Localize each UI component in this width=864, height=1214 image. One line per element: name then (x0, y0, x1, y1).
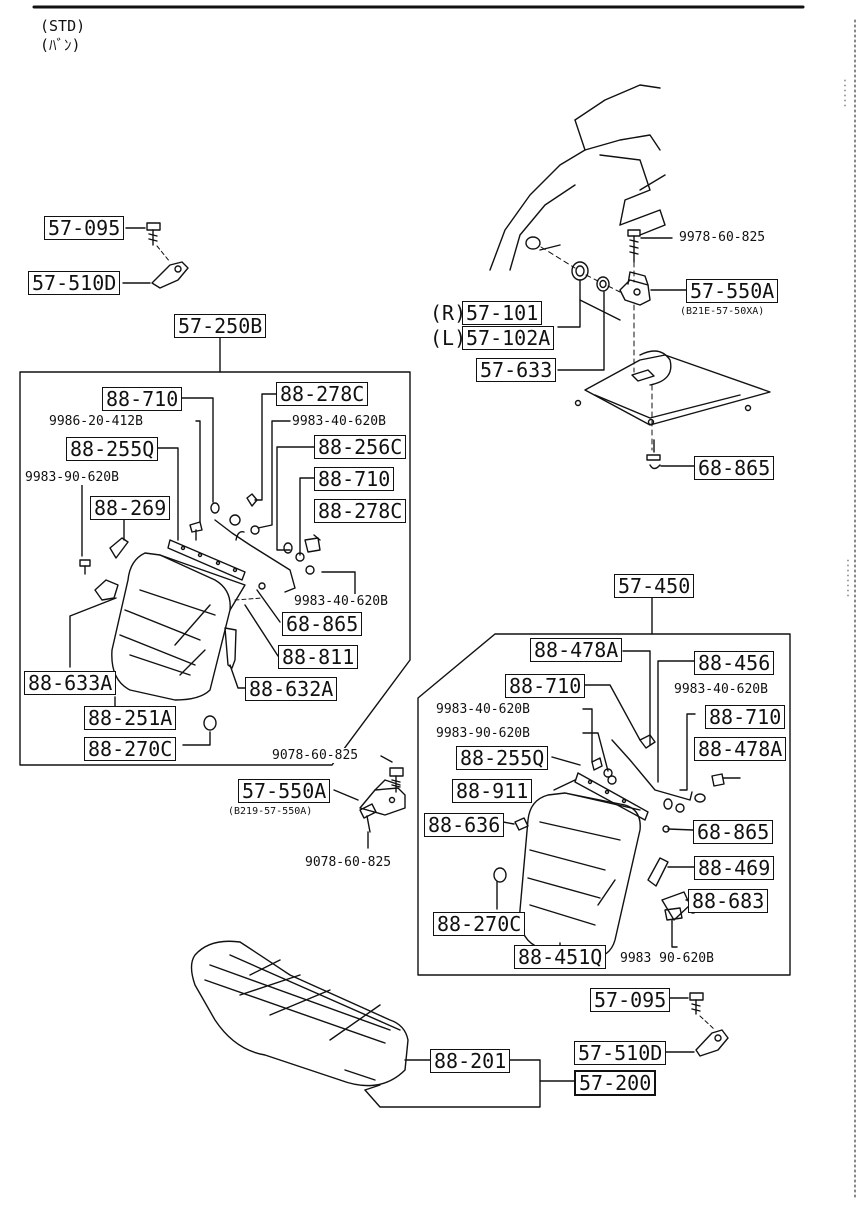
callout-57-510d-top[interactable]: 57-510D (28, 271, 121, 295)
callout-9978-60-825[interactable]: 9978-60-825 (679, 230, 766, 245)
callout-88-270c-b[interactable]: 88-270C (433, 912, 526, 936)
callout-88-811[interactable]: 88-811 (278, 645, 359, 669)
callout-57-550a-top[interactable]: 57-550A (686, 279, 779, 303)
header-sub: (ﾊﾞﾝ) (40, 36, 81, 54)
callout-57-510d-bot[interactable]: 57-510D (574, 1041, 667, 1065)
vehicle-body-outline (490, 85, 665, 320)
callout-88-710-d[interactable]: 88-710 (705, 705, 786, 729)
callout-88-632a[interactable]: 88-632A (245, 677, 338, 701)
anchor-hole (526, 237, 540, 249)
group-frame-57-250b (20, 372, 410, 765)
callout-88-255q-b[interactable]: 88-255Q (456, 746, 549, 770)
bolt-9078-60-825-b (360, 804, 376, 832)
callout-9983-90-620b-a[interactable]: 9983-90-620B (25, 470, 119, 485)
header-std: (STD) (40, 17, 86, 35)
callout-88-478a-a[interactable]: 88-478A (530, 638, 623, 662)
hook-57-510d-bot (696, 1030, 728, 1056)
callout-88-683[interactable]: 88-683 (688, 889, 769, 913)
callout-88-451q[interactable]: 88-451Q (514, 945, 607, 969)
left-small-parts (80, 494, 320, 730)
callout-57-550a-mid[interactable]: 57-550A (238, 779, 331, 803)
callout-57-550a-top-sub: (B21E-57-50XA) (680, 306, 765, 317)
callout-57-450[interactable]: 57-450 (614, 574, 695, 598)
right-rod (612, 740, 692, 800)
callout-57-102a[interactable]: 57-102A (462, 326, 555, 350)
callout-88-256c[interactable]: 88-256C (314, 435, 407, 459)
callout-9983-90-620b-b[interactable]: 9983-90-620B (436, 726, 530, 741)
bolt-57-095-top (147, 223, 160, 245)
callout-88-633a[interactable]: 88-633A (24, 671, 117, 695)
hook-57-510d-top (152, 262, 188, 288)
callout-88-269[interactable]: 88-269 (90, 496, 171, 520)
callout-88-251a[interactable]: 88-251A (84, 706, 177, 730)
callout-57-550a-mid-sub: (B219-57-550A) (228, 806, 313, 817)
callout-88-469[interactable]: 88-469 (694, 856, 775, 880)
callout-88-710-b[interactable]: 88-710 (314, 467, 395, 491)
rear-seat-cushion (192, 941, 409, 1090)
callout-57-101[interactable]: 57-101 (462, 301, 543, 325)
label-l: (L) (430, 326, 467, 350)
left-hinge-rail (168, 540, 245, 580)
seat-hinge-bracket-top (620, 272, 650, 305)
left-seatback-cushion (112, 553, 245, 700)
right-seatback-cushion (520, 793, 640, 958)
middle-hinge-bracket (360, 780, 405, 815)
callout-9983-40-620b-b[interactable]: 9983-40-620B (294, 594, 388, 609)
callout-57-633[interactable]: 57-633 (476, 358, 557, 382)
callout-88-270c-a[interactable]: 88-270C (84, 737, 177, 761)
callout-88-478a-b[interactable]: 88-478A (694, 737, 787, 761)
callout-9983-40-620b-d[interactable]: 9983-40-620B (436, 702, 530, 717)
callout-68-865-a[interactable]: 68-865 (282, 612, 363, 636)
callout-9983-40-620b-c[interactable]: 9983-40-620B (674, 682, 768, 697)
callout-88-278c-a[interactable]: 88-278C (276, 382, 369, 406)
callout-9983-40-620b-a[interactable]: 9983-40-620B (292, 414, 386, 429)
callout-57-250b[interactable]: 57-250B (174, 314, 267, 338)
floor-bracket-plate (576, 351, 771, 425)
callout-57-095-bot[interactable]: 57-095 (590, 988, 671, 1012)
callout-88-255q-a[interactable]: 88-255Q (66, 437, 159, 461)
label-r: (R) (430, 301, 467, 325)
callout-9983-90-620b-c[interactable]: 9983 90-620B (620, 951, 714, 966)
callout-88-278c-b[interactable]: 88-278C (314, 499, 407, 523)
callout-9986-20-412b[interactable]: 9986-20-412B (49, 414, 143, 429)
group-frame-57-450 (418, 634, 790, 975)
left-rod-88-278c (215, 520, 295, 592)
bushing-washer (572, 262, 588, 280)
callout-68-865-b[interactable]: 68-865 (693, 820, 774, 844)
callout-88-636[interactable]: 88-636 (424, 813, 505, 837)
right-hinge-rail (575, 773, 648, 820)
callout-88-911[interactable]: 88-911 (452, 779, 533, 803)
callout-57-095-top[interactable]: 57-095 (44, 216, 125, 240)
callout-88-710-c[interactable]: 88-710 (505, 674, 586, 698)
callout-68-865-top[interactable]: 68-865 (694, 456, 775, 480)
callout-88-456[interactable]: 88-456 (694, 651, 775, 675)
callout-88-710-a[interactable]: 88-710 (102, 387, 183, 411)
bolt-57-095-bot (690, 993, 703, 1014)
callout-9078-60-825-b[interactable]: 9078-60-825 (305, 855, 392, 870)
callout-88-201[interactable]: 88-201 (430, 1049, 511, 1073)
bushing-collar (597, 277, 609, 291)
anchor-bolt-top (628, 230, 640, 262)
floor-bolt-top (647, 440, 660, 469)
callout-9078-60-825-a[interactable]: 9078-60-825 (272, 748, 359, 763)
callout-57-200[interactable]: 57-200 (574, 1070, 657, 1096)
